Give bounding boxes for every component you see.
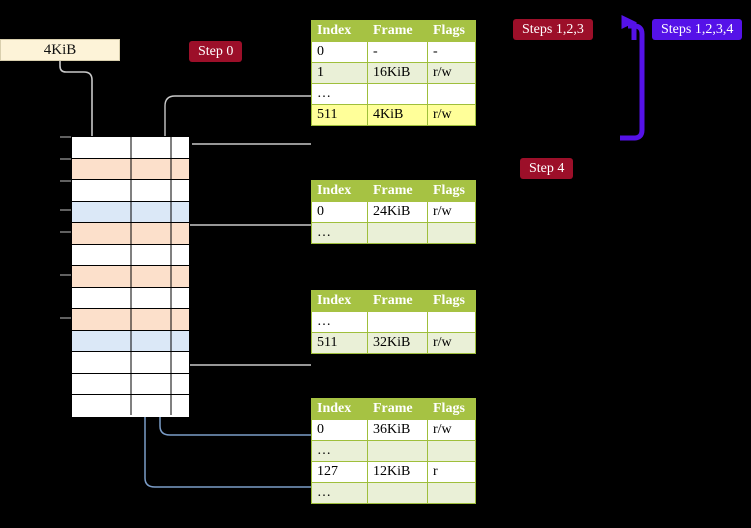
memory-size-box: 4KiB <box>0 39 120 61</box>
table-cell <box>427 482 476 504</box>
table-cell: r/w <box>427 332 476 354</box>
table-cell: … <box>311 482 368 504</box>
table-cell: 16KiB <box>367 62 428 84</box>
connector-steps-bracket <box>620 15 645 141</box>
table-cell: 12KiB <box>367 461 428 483</box>
memory-row <box>72 330 189 352</box>
table-cell: 24KiB <box>367 201 428 223</box>
table-cell: 0 <box>311 419 368 441</box>
memory-row <box>72 373 189 395</box>
column-header-index: Index <box>311 180 368 202</box>
table-cell <box>427 222 476 244</box>
table-cell: 127 <box>311 461 368 483</box>
column-header-flags: Flags <box>427 398 476 420</box>
table-row: … <box>311 222 476 244</box>
table-cell: r/w <box>427 201 476 223</box>
badge-step-4: Step 4 <box>520 158 574 179</box>
memory-row <box>72 158 189 180</box>
table-cell <box>427 440 476 462</box>
table-cell <box>367 222 428 244</box>
column-header-flags: Flags <box>427 180 476 202</box>
table-cell: 0 <box>311 41 368 63</box>
column-header-frame: Frame <box>367 398 428 420</box>
table-cell: - <box>427 41 476 63</box>
table-cell <box>367 440 428 462</box>
table-row: 0-- <box>311 41 476 63</box>
table-cell <box>367 311 428 333</box>
table-cell: r/w <box>427 419 476 441</box>
table-cell: 511 <box>311 104 368 126</box>
memory-row <box>72 137 189 159</box>
column-header-frame: Frame <box>367 290 428 312</box>
table-cell: 36KiB <box>367 419 428 441</box>
table-cell: 32KiB <box>367 332 428 354</box>
connector-step0 <box>59 61 100 152</box>
badge-step-0: Step 0 <box>189 41 243 62</box>
table-cell: 511 <box>311 332 368 354</box>
connector-grid-to-table3 <box>172 301 311 366</box>
column-header-index: Index <box>311 290 368 312</box>
table-cell <box>367 83 428 105</box>
table-row: … <box>311 482 476 504</box>
badge-steps-123: Steps 1,2,3 <box>513 19 593 40</box>
connector-grid-to-table2 <box>171 224 311 266</box>
table-cell: … <box>311 440 368 462</box>
column-header-index: Index <box>311 398 368 420</box>
memory-row <box>72 201 189 223</box>
table-row: … <box>311 83 476 105</box>
table-cell: … <box>311 222 368 244</box>
table-cell: - <box>367 41 428 63</box>
table-cell: 1 <box>311 62 368 84</box>
table-cell: 4KiB <box>367 104 428 126</box>
table-cell: 0 <box>311 201 368 223</box>
memory-row <box>72 266 189 288</box>
memory-row <box>72 244 189 266</box>
table-cell: r <box>427 461 476 483</box>
table-row: … <box>311 440 476 462</box>
column-header-frame: Frame <box>367 20 428 42</box>
memory-row <box>72 223 189 245</box>
table-cell: … <box>311 311 368 333</box>
column-header-frame: Frame <box>367 180 428 202</box>
table-row: … <box>311 311 476 333</box>
table-cell <box>427 311 476 333</box>
memory-row <box>72 352 189 374</box>
memory-grid <box>71 136 190 417</box>
column-header-index: Index <box>311 20 368 42</box>
table-cell: r/w <box>427 104 476 126</box>
table-cell: r/w <box>427 62 476 84</box>
table-cell <box>367 482 428 504</box>
memory-row <box>72 395 189 417</box>
badge-steps-1234: Steps 1,2,3,4 <box>652 19 743 40</box>
memory-row <box>72 180 189 202</box>
column-header-flags: Flags <box>427 290 476 312</box>
table-cell <box>427 83 476 105</box>
memory-row <box>72 309 189 331</box>
memory-row <box>72 287 189 309</box>
column-header-flags: Flags <box>427 20 476 42</box>
table-cell: … <box>311 83 368 105</box>
